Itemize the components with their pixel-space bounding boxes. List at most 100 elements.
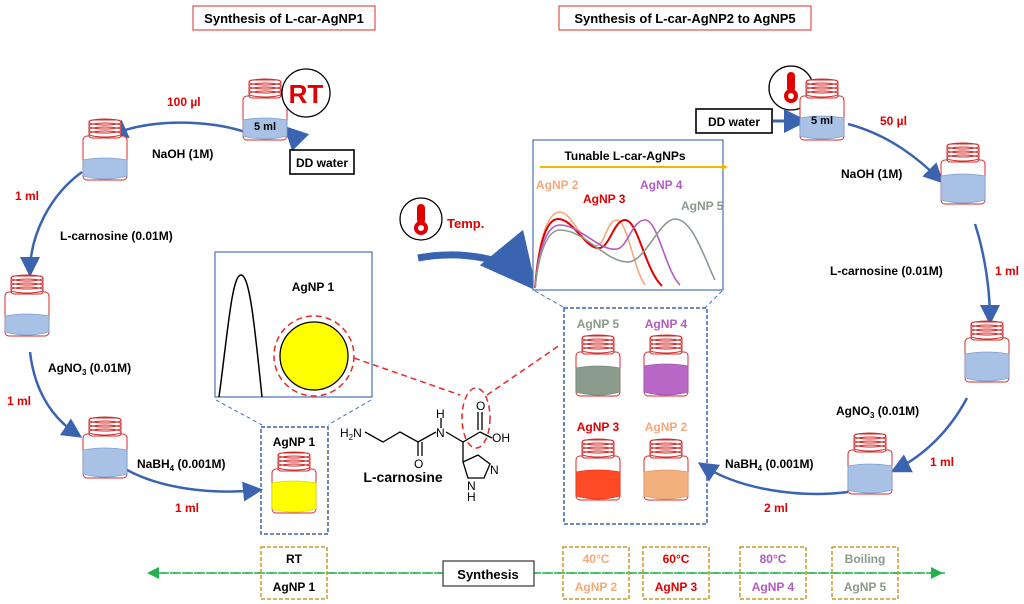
temp-label: Temp.: [447, 216, 484, 231]
svg-text:OH: OH: [492, 431, 510, 445]
agnp1-product-label: AgNP 1: [273, 435, 316, 449]
dd-water-left: DD water: [296, 156, 348, 170]
agnp1-particle: [279, 321, 349, 391]
left-step1-volume: 100 µl: [167, 95, 201, 109]
left-step3-reagent: AgNO3 (0.01M): [48, 361, 131, 377]
inset-zoom-line-left: [215, 399, 263, 426]
svg-text:N: N: [490, 463, 499, 477]
spectra-label-agnp3: AgNP 3: [583, 192, 626, 206]
link-line-particle-carboxyl: [353, 357, 461, 396]
vial-right-2: [940, 142, 986, 205]
svg-text:O: O: [476, 399, 485, 413]
agnp1-inset-label: AgNP 1: [292, 280, 335, 294]
vial-agnp4: [643, 334, 689, 397]
svg-text:O: O: [414, 457, 423, 471]
vial-left-4: [82, 416, 128, 479]
spectra-panel: [532, 139, 724, 291]
spectrum-agnp3: [534, 217, 663, 289]
right-step3-volume: 1 ml: [930, 455, 954, 469]
title-right: Synthesis of L-car-AgNP2 to AgNP5: [558, 5, 812, 31]
arrow-right-1: [847, 122, 944, 184]
thermometer-icon-center: [414, 204, 428, 235]
title-left: Synthesis of L-car-AgNP1: [192, 5, 376, 31]
timeline-box: [739, 546, 807, 600]
svg-text:N: N: [467, 479, 476, 493]
spectra-title: Tunable L-car-AgNPs: [564, 149, 685, 163]
spectra-label-agnp2: AgNP 2: [536, 178, 579, 192]
timeline-temp: 60°C: [663, 552, 690, 566]
timeline-temp: RT: [286, 552, 303, 566]
start-volume-left: 5 ml: [254, 121, 276, 133]
timeline-box: [642, 546, 710, 600]
arrow-left-1: [107, 119, 246, 139]
title-right-text: Synthesis of L-car-AgNP2 to AgNP5: [574, 11, 795, 26]
dd-water-box-right: [695, 108, 773, 134]
timeline-center-label: Synthesis: [457, 567, 518, 582]
right-step4-volume: 2 ml: [764, 501, 788, 515]
right-step1-volume: 50 µl: [880, 114, 907, 128]
timeline-temp: 80°C: [760, 552, 787, 566]
arrow-dd-water-left: [283, 125, 310, 152]
vial-right-3: [964, 320, 1010, 383]
timeline-product: AgNP 1: [273, 580, 316, 594]
vial-left-3: [4, 274, 50, 337]
svg-text:N: N: [436, 426, 445, 440]
product-label-agnp4: AgNP 4: [645, 317, 688, 331]
tunable-arrow-head: [722, 164, 728, 170]
spectra-label-agnp5: AgNP 5: [681, 199, 724, 213]
right-step4-reagent: NaBH4 (0.001M): [725, 457, 813, 473]
arrow-left-2: [20, 170, 83, 277]
spectrum-agnp4: [534, 219, 681, 289]
vial-agnp2: [643, 438, 689, 501]
right-step2-volume: 1 ml: [995, 264, 1019, 278]
svg-text:H: H: [436, 407, 445, 421]
timeline-center-box: [442, 560, 535, 587]
spectra-zoom-line-right: [704, 290, 723, 309]
product-label-agnp2: AgNP 2: [645, 420, 688, 434]
agnp1-product-box: [260, 426, 329, 535]
title-left-text: Synthesis of L-car-AgNP1: [204, 11, 364, 26]
left-step4-volume: 1 ml: [175, 501, 199, 515]
arrow-left-4: [126, 468, 263, 502]
spectra-label-agnp4: AgNP 4: [640, 178, 683, 192]
vial-right-start: [799, 78, 845, 141]
vial-left-start: [242, 78, 288, 141]
svg-text:H2N: H2N: [340, 426, 362, 442]
agnp1-shell: [273, 315, 355, 397]
l-carnosine-structure: [364, 412, 493, 479]
timeline-product: AgNP 2: [575, 580, 618, 594]
timeline-product: AgNP 5: [844, 580, 887, 594]
arrow-right-4: [697, 462, 849, 496]
vial-agnp1: [271, 451, 317, 514]
timeline-box: [831, 546, 899, 600]
link-line-carboxyl-products: [486, 344, 561, 396]
dd-water-right: DD water: [708, 115, 760, 129]
left-step3-volume: 1 ml: [7, 394, 31, 408]
vial-agnp5: [575, 334, 621, 397]
carboxyl-highlight: [461, 387, 491, 449]
molecule-name: L-carnosine: [363, 469, 443, 485]
right-step2-reagent: L-carnosine (0.01M): [830, 264, 943, 278]
left-step2-reagent: L-carnosine (0.01M): [60, 229, 173, 243]
rt-label: RT: [289, 79, 324, 109]
left-step2-volume: 1 ml: [15, 189, 39, 203]
l-carnosine-atoms: H2N N H O O OH N N H: [340, 399, 510, 504]
right-step1-reagent: NaOH (1M): [841, 167, 902, 181]
timeline-temp: 40°C: [583, 552, 610, 566]
vial-left-2: [82, 118, 128, 181]
vial-agnp3: [575, 438, 621, 501]
products-box: [563, 307, 708, 525]
timeline-product: AgNP 4: [752, 580, 795, 594]
svg-text:H: H: [467, 490, 476, 504]
arrow-right-3: [890, 397, 969, 473]
rt-circle: [281, 68, 331, 118]
timeline-box: [260, 546, 328, 600]
arrow-left-3: [28, 351, 83, 438]
spectra-zoom-line-left: [534, 290, 566, 309]
left-step1-reagent: NaOH (1M): [152, 147, 213, 161]
thermometer-icon-right: [784, 72, 798, 103]
temp-arrow: [417, 229, 537, 291]
timeline-temp: Boiling: [845, 552, 886, 566]
agnp1-spectrum: [218, 274, 263, 398]
